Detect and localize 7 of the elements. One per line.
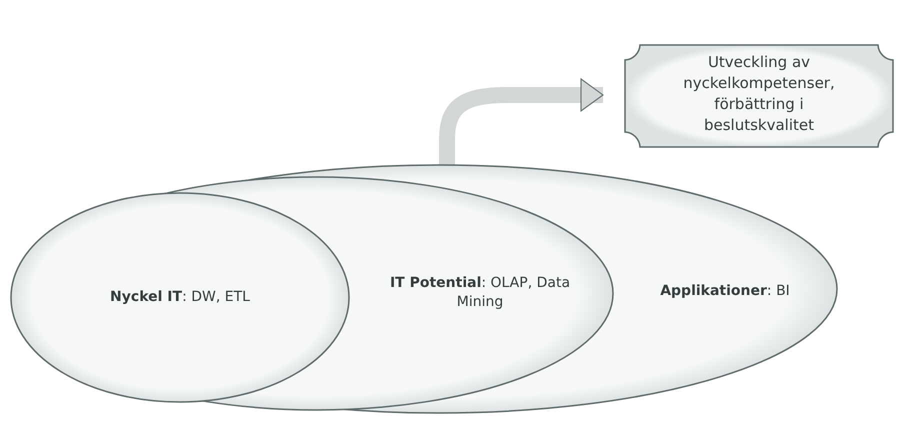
node-label: IT Potential: OLAP, Data Mining: [388, 274, 572, 312]
node-label: Nyckel IT: DW, ETL: [109, 288, 251, 307]
curved-arrow: [438, 78, 604, 166]
plaque-box: [624, 44, 894, 148]
node-label: Applikationer: BI: [659, 282, 791, 301]
ellipse-shape: [10, 192, 350, 403]
node-label: Utveckling av nyckelkompetenser, förbättring i beslutskvalitet: [682, 52, 836, 136]
